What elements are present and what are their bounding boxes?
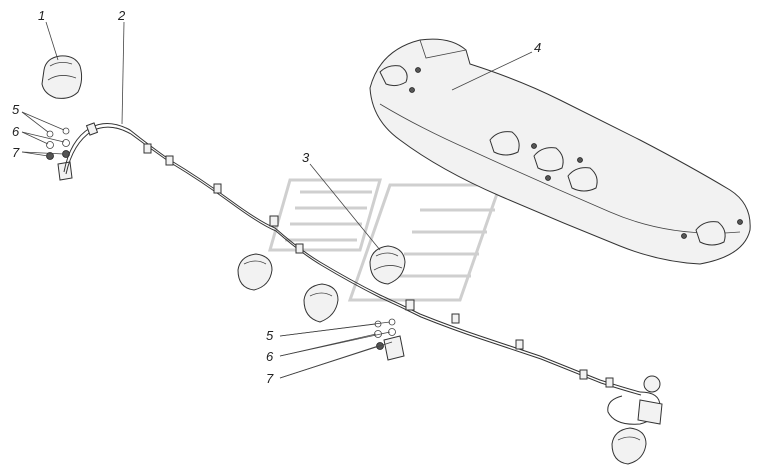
callout-5-b: 5: [266, 328, 274, 343]
callout-4: 4: [534, 40, 541, 55]
callout-3: 3: [302, 150, 310, 165]
callout-7-b: 7: [266, 371, 274, 386]
leader-lines: [21, 21, 533, 379]
callout-1: 1: [38, 8, 45, 23]
part-4-roof-panel: [369, 38, 751, 265]
part-1-lamp-cover: [41, 55, 83, 99]
callout-6-b: 6: [266, 349, 274, 364]
fasteners-group-a: [46, 127, 73, 181]
callout-2: 2: [117, 8, 126, 23]
watermark-logo: [268, 178, 503, 302]
fasteners-group-b: [374, 318, 405, 361]
callout-labels: 1 2 3 4 5 6 7 5 6 7: [12, 8, 541, 386]
harness-lamps: [237, 253, 647, 465]
callout-5-a: 5: [12, 102, 20, 117]
callout-6-a: 6: [12, 124, 20, 139]
part-2-wiring-harness: [63, 122, 663, 425]
callout-7-a: 7: [12, 145, 20, 160]
part-3-lamp-cover: [369, 245, 406, 285]
